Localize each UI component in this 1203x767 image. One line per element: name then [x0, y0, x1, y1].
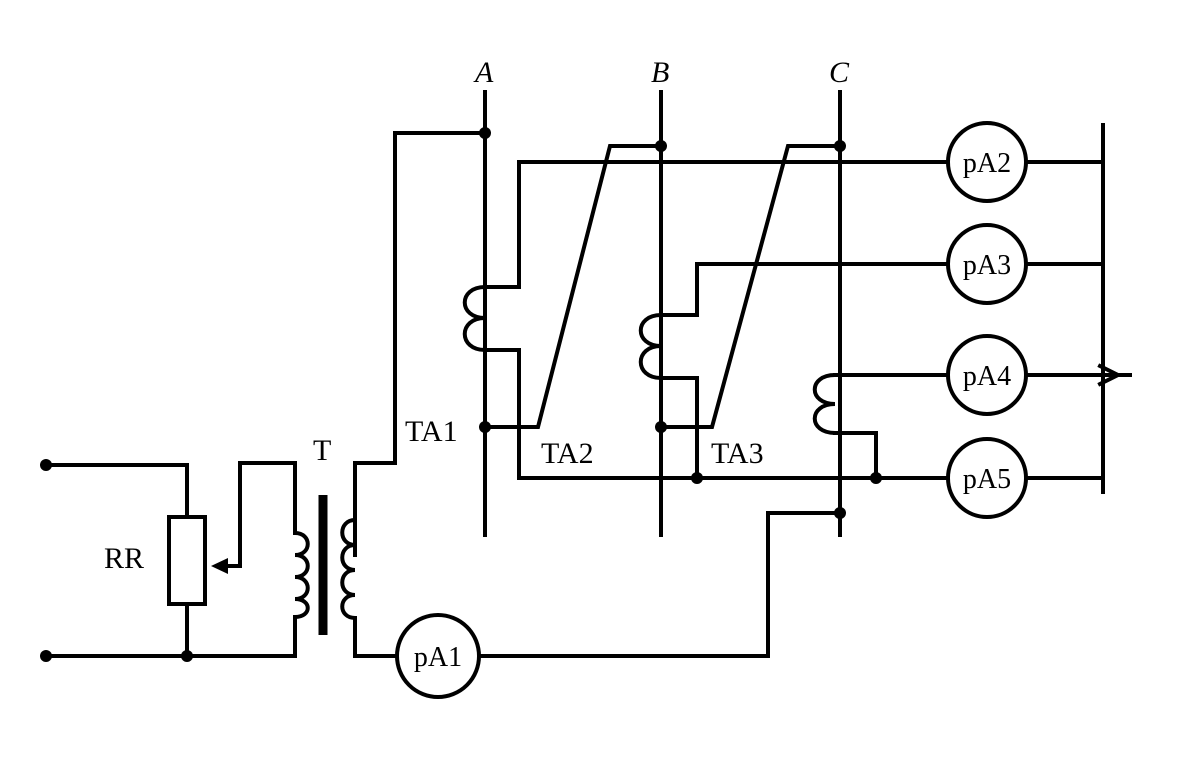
label-pa4: pA4 [963, 361, 1011, 392]
ta2-coil [638, 313, 662, 380]
ta3-coil [812, 373, 836, 435]
junction-dot [691, 472, 703, 484]
label-pa5: pA5 [963, 464, 1011, 495]
junction-dot [181, 650, 193, 662]
wire-pa5-line [517, 348, 951, 480]
label-phase-b: B [651, 56, 669, 89]
meter-pa5 [946, 437, 1028, 519]
wire-ta3-pa5 [833, 431, 878, 480]
wire-input-top [44, 463, 189, 519]
junction-dot [834, 140, 846, 152]
label-pa3: pA3 [963, 250, 1011, 281]
wire-primary-bottom [44, 615, 297, 658]
label-pa2: pA2 [963, 148, 1011, 179]
label-ta2: TA2 [541, 437, 594, 470]
wire-pa1-phase-c [477, 511, 842, 658]
wire-pa2-line [517, 160, 951, 289]
junction-dot [655, 140, 667, 152]
input-terminal-bottom [40, 650, 52, 662]
label-rr: RR [104, 542, 144, 575]
junction-dot [479, 127, 491, 139]
meter-pa3 [946, 223, 1028, 305]
wire-t-pa1 [353, 616, 399, 658]
input-terminal-top [40, 459, 52, 471]
meter-pa4 [946, 334, 1028, 416]
label-ta3: TA3 [711, 437, 764, 470]
wire-t-phase-a [353, 131, 487, 557]
wire-pa3-line [695, 262, 951, 317]
junction-dot [655, 421, 667, 433]
rr-slider-arrow [211, 558, 228, 574]
wire-ta1-cross [483, 144, 663, 429]
t-primary-coil [294, 531, 310, 619]
wire-rr-slider [220, 461, 297, 568]
junction-dot [870, 472, 882, 484]
label-phase-c: C [829, 56, 850, 89]
label-t: T [313, 434, 331, 467]
ta1-coil [462, 285, 486, 352]
label-pa1: pA1 [414, 642, 462, 673]
wire-ta2-cross [659, 144, 842, 429]
rheostat-body [167, 515, 207, 606]
junction-dot [834, 507, 846, 519]
meter-pa2 [946, 121, 1028, 203]
junction-dot [479, 421, 491, 433]
label-ta1: TA1 [405, 415, 458, 448]
meter-pa1 [395, 613, 481, 699]
t-secondary-coil [340, 518, 356, 620]
label-phase-a: A [473, 56, 494, 89]
